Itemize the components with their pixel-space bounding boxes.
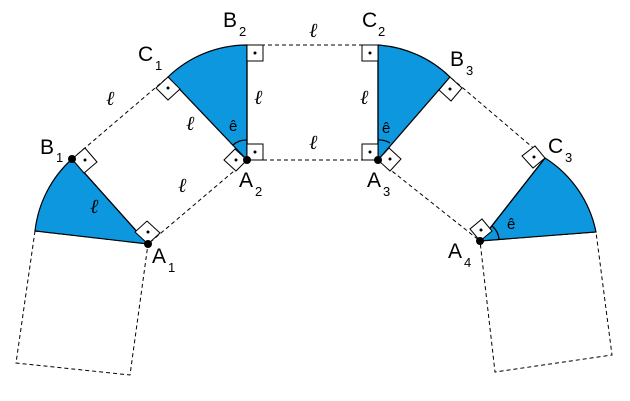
right-angle-c1	[155, 76, 181, 101]
label-c3: C 3	[548, 135, 572, 165]
point-a4	[476, 237, 484, 245]
svg-text:3: 3	[466, 63, 473, 78]
svg-text:2: 2	[255, 184, 262, 199]
right-angle-a1	[134, 220, 161, 245]
length-label-a3c2: ℓ	[360, 85, 369, 109]
radius-a1-b1	[71, 158, 149, 245]
svg-text:C: C	[138, 43, 153, 66]
length-label-b1c1: ℓ	[106, 86, 115, 110]
length-label-c1a2: ℓ	[186, 111, 195, 135]
label-a2: A 2	[239, 169, 262, 199]
label-a3: A 3	[367, 169, 390, 199]
svg-text:C: C	[548, 135, 563, 158]
angle-arc-a3	[377, 139, 391, 144]
length-label-a1b1: ℓ	[90, 194, 99, 218]
point-a1	[144, 240, 152, 248]
sector-a2	[167, 44, 248, 162]
svg-text:B: B	[223, 9, 237, 32]
right-angle-c2	[361, 44, 379, 62]
point-b1	[68, 155, 76, 163]
label-c2: C 2	[362, 9, 385, 39]
point-a3	[374, 156, 382, 164]
label-a4: A 4	[448, 240, 471, 270]
svg-text:2: 2	[239, 24, 246, 39]
point-a2	[243, 156, 251, 164]
svg-text:3: 3	[565, 150, 572, 165]
label-b3: B 3	[450, 48, 473, 78]
label-b1: B 1	[40, 136, 63, 165]
right-angle-c3	[521, 145, 546, 169]
svg-text:A: A	[448, 240, 462, 263]
radius-a4-c3	[479, 157, 546, 242]
sector-a4	[478, 157, 597, 242]
svg-text:C: C	[362, 9, 377, 32]
angle-label-a4: ê	[507, 216, 515, 233]
label-b2: B 2	[223, 9, 246, 39]
svg-text:A: A	[367, 169, 381, 192]
length-label-a2a3: ℓ	[309, 130, 318, 154]
left-bottom-square	[15, 230, 149, 376]
svg-text:1: 1	[56, 150, 63, 165]
right-angle-a2-left	[223, 148, 248, 172]
right-angle-b3	[438, 76, 463, 102]
svg-text:4: 4	[464, 255, 471, 270]
right-angle-a2-right	[246, 143, 264, 161]
length-label-b2c2: ℓ	[309, 18, 318, 42]
svg-text:3: 3	[383, 184, 390, 199]
right-angle-a4	[469, 218, 493, 242]
angle-label-a3: ê	[382, 120, 390, 137]
right-angle-b2	[246, 44, 264, 62]
svg-text:1: 1	[168, 260, 175, 275]
svg-text:2: 2	[378, 24, 385, 39]
sector-a3	[377, 44, 451, 162]
svg-text:A: A	[239, 169, 253, 192]
right-angle-a3-left	[361, 143, 379, 161]
angle-arc-a2	[232, 139, 248, 146]
right-angle-b1	[71, 147, 98, 174]
length-label-a1a2: ℓ	[178, 173, 187, 197]
label-c1: C 1	[138, 43, 162, 73]
angle-arc-a4	[491, 225, 500, 241]
svg-text:1: 1	[155, 58, 162, 73]
right-bottom-square	[479, 231, 613, 373]
right-angle-a3-right	[377, 147, 402, 172]
label-a1: A 1	[152, 245, 175, 275]
angle-label-a2: ê	[229, 118, 237, 135]
svg-text:B: B	[40, 136, 54, 159]
svg-text:B: B	[450, 48, 464, 71]
length-label-a2b2: ℓ	[254, 85, 263, 109]
svg-text:A: A	[152, 245, 166, 268]
